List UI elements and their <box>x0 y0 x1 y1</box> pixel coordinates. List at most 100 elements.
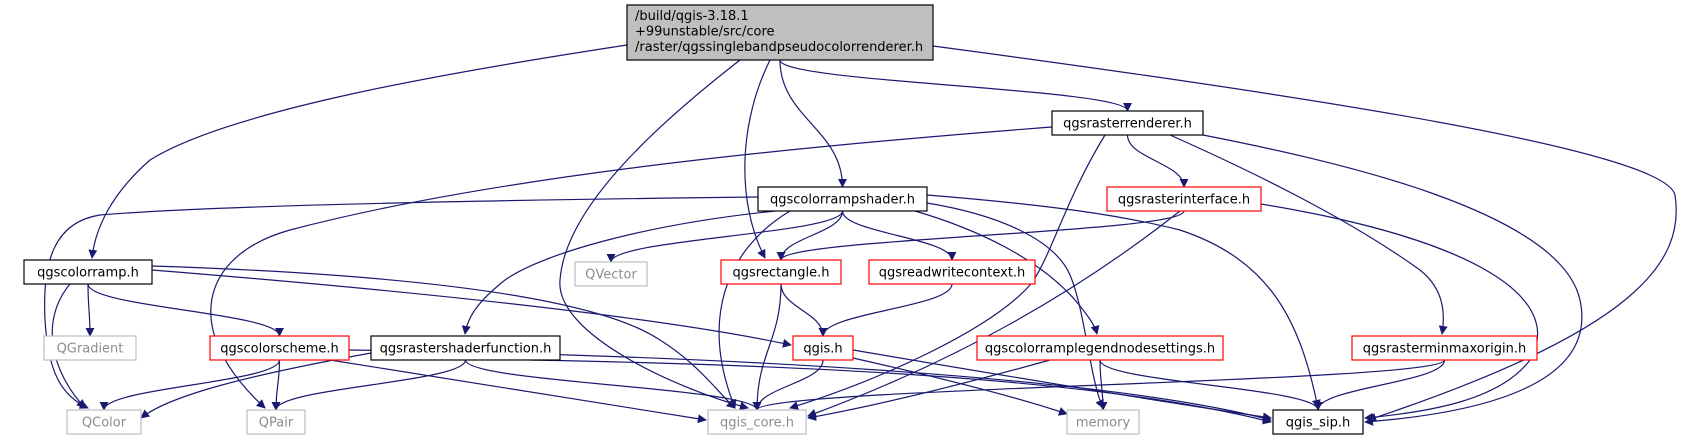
node-qgsrasterinterface[interactable]: qgsrasterinterface.h <box>1106 186 1262 212</box>
node-box <box>1351 335 1538 361</box>
edge-qgscolorramp-to-qgis_core <box>151 265 736 409</box>
edge-qgscolorrampshader-to-qgsreadwritecontext <box>841 210 957 261</box>
node-qgscolorrampshader[interactable]: qgscolorrampshader.h <box>757 186 928 212</box>
node-label: /raster/qgssinglebandpseudocolorrenderer… <box>635 40 923 55</box>
edge-qgsrasterinterface-to-qgis_sip <box>1260 203 1539 422</box>
edge-qgsreadwritecontext-to-qgis <box>818 283 953 337</box>
node-label: qgis_sip.h <box>1286 416 1350 431</box>
edge-qgsrastershaderfunction-to-qgis_core <box>464 359 762 411</box>
edge-qgscolorramplegendnodesettings-to-qgis_core <box>807 359 1051 421</box>
node-label: QColor <box>82 416 127 431</box>
node-label: QGradient <box>57 342 124 357</box>
node-qgis_core[interactable]: qgis_core.h <box>707 409 807 435</box>
node-qgsreadwritecontext[interactable]: qgsreadwritecontext.h <box>868 259 1036 285</box>
edge-root-to-qgsrectangle <box>744 59 771 259</box>
node-qcolor[interactable]: QColor <box>66 409 142 435</box>
edge-qgsrastershaderfunction-to-qcolor <box>140 352 372 419</box>
node-label: qgsrasterinterface.h <box>1118 193 1250 208</box>
node-box <box>43 335 137 361</box>
node-box <box>1066 409 1140 435</box>
node-memory[interactable]: memory <box>1066 409 1140 435</box>
node-qgscolorramplegendnodesettings[interactable]: qgscolorramplegendnodesettings.h <box>976 335 1224 361</box>
edge-root-to-qgis_core <box>559 59 749 411</box>
node-label: +99unstable/src/core <box>635 25 775 40</box>
edge-qgscolorrampshader-to-qvector <box>606 210 844 263</box>
edge-qgscolorramp-to-qgradient <box>85 283 95 337</box>
edge-root-to-qgis_sip <box>932 45 1677 422</box>
edge-qgsrectangle-to-qgis_core <box>752 283 782 411</box>
node-label: qgscolorscheme.h <box>220 342 338 357</box>
edges-layer <box>43 44 1677 426</box>
node-box <box>626 4 934 61</box>
node-box <box>66 409 142 435</box>
node-qgscolorramp[interactable]: qgscolorramp.h <box>23 259 153 285</box>
node-label: qgscolorrampshader.h <box>770 193 915 208</box>
edge-qgis-to-memory <box>852 357 1068 416</box>
edge-qgsrectangle-to-qgis <box>780 283 828 337</box>
edge-qgscolorscheme-to-qcolor <box>99 359 281 411</box>
edge-qgscolorrampshader-to-qgis_sip <box>926 194 1321 409</box>
node-qgscolorscheme[interactable]: qgscolorscheme.h <box>209 335 350 361</box>
edge-qgscolorrampshader-to-qgis_core <box>718 210 791 409</box>
edge-qgscolorramp-to-qgis <box>151 269 792 348</box>
node-label: qgsrectangle.h <box>732 266 829 281</box>
node-label: qgsreadwritecontext.h <box>879 266 1026 281</box>
node-box <box>246 409 306 435</box>
node-label: qgscolorramp.h <box>37 266 139 281</box>
node-label: qgscolorramplegendnodesettings.h <box>985 342 1215 357</box>
node-label: /build/qgis-3.18.1 <box>635 9 749 24</box>
node-qgis_sip[interactable]: qgis_sip.h <box>1272 409 1364 435</box>
node-box <box>23 259 153 285</box>
edge-qgsrasterinterface-to-qgis_core <box>807 210 1181 418</box>
node-label: qgsrasterrenderer.h <box>1063 117 1192 132</box>
node-box <box>1106 186 1262 212</box>
node-qgradient[interactable]: QGradient <box>43 335 137 361</box>
node-label: QPair <box>259 416 294 431</box>
node-qgsrasterminmaxorigin[interactable]: qgsrasterminmaxorigin.h <box>1351 335 1538 361</box>
node-box <box>976 335 1224 361</box>
node-qvector[interactable]: QVector <box>574 261 648 287</box>
node-qgsrastershaderfunction[interactable]: qgsrastershaderfunction.h <box>370 335 561 361</box>
edge-qgscolorscheme-to-qpair <box>271 359 281 411</box>
edge-root-to-qgsrasterrenderer <box>779 59 1132 112</box>
edge-qgsrasterrenderer-to-qgis_sip <box>1202 134 1583 426</box>
node-box <box>1051 110 1204 136</box>
node-qpair[interactable]: QPair <box>246 409 306 435</box>
edge-qgscolorrampshader-to-qgsrastershaderfunction <box>461 210 776 335</box>
node-box <box>209 335 350 361</box>
edge-qgscolorrampshader-to-memory <box>926 202 1104 409</box>
edge-qgscolorrampshader-to-qgscolorramplegendnodesettings <box>914 210 1100 335</box>
node-box <box>370 335 561 361</box>
edge-qgsrastershaderfunction-to-qpair <box>271 359 467 411</box>
node-root[interactable]: /build/qgis-3.18.1+99unstable/src/core/r… <box>626 4 934 61</box>
node-box <box>792 335 854 361</box>
node-box <box>1272 409 1364 435</box>
edge-qgsrasterrenderer-to-qgsrasterminmaxorigin <box>1169 134 1448 335</box>
node-label: qgsrasterminmaxorigin.h <box>1363 342 1526 357</box>
node-label: qgis_core.h <box>720 416 794 431</box>
edge-qgscolorrampshader-to-qcolor <box>43 196 759 409</box>
node-box <box>720 259 842 285</box>
edge-root-to-qgscolorramp <box>88 44 628 259</box>
edge-qgsrasterinterface-to-qgsrectangle <box>776 210 1185 261</box>
edge-qgsrastershaderfunction-to-qgis_sip <box>529 359 1272 425</box>
node-label: qgis.h <box>803 342 842 357</box>
node-qgis[interactable]: qgis.h <box>792 335 854 361</box>
node-label: qgsrastershaderfunction.h <box>380 342 552 357</box>
node-label: QVector <box>585 268 637 283</box>
node-label: memory <box>1076 416 1131 431</box>
edge-qgsrasterminmaxorigin-to-qgis_core <box>752 359 1446 411</box>
node-box <box>574 261 648 287</box>
node-qgsrectangle[interactable]: qgsrectangle.h <box>720 259 842 285</box>
nodes-layer: /build/qgis-3.18.1+99unstable/src/core/r… <box>23 4 1538 435</box>
edge-qgsrasterrenderer-to-qgsrasterinterface <box>1126 134 1189 188</box>
node-box <box>707 409 807 435</box>
edge-qgscolorramp-to-qgscolorscheme <box>87 283 284 337</box>
edge-root-to-qgscolorrampshader <box>779 59 847 188</box>
edge-qgsrasterminmaxorigin-to-qgis_sip <box>1313 359 1446 411</box>
node-qgsrasterrenderer[interactable]: qgsrasterrenderer.h <box>1051 110 1204 136</box>
edge-qgsrasterrenderer-to-qgis_core <box>789 134 1106 410</box>
edge-qgscolorscheme-to-qgis_core <box>329 359 707 424</box>
node-box <box>868 259 1036 285</box>
